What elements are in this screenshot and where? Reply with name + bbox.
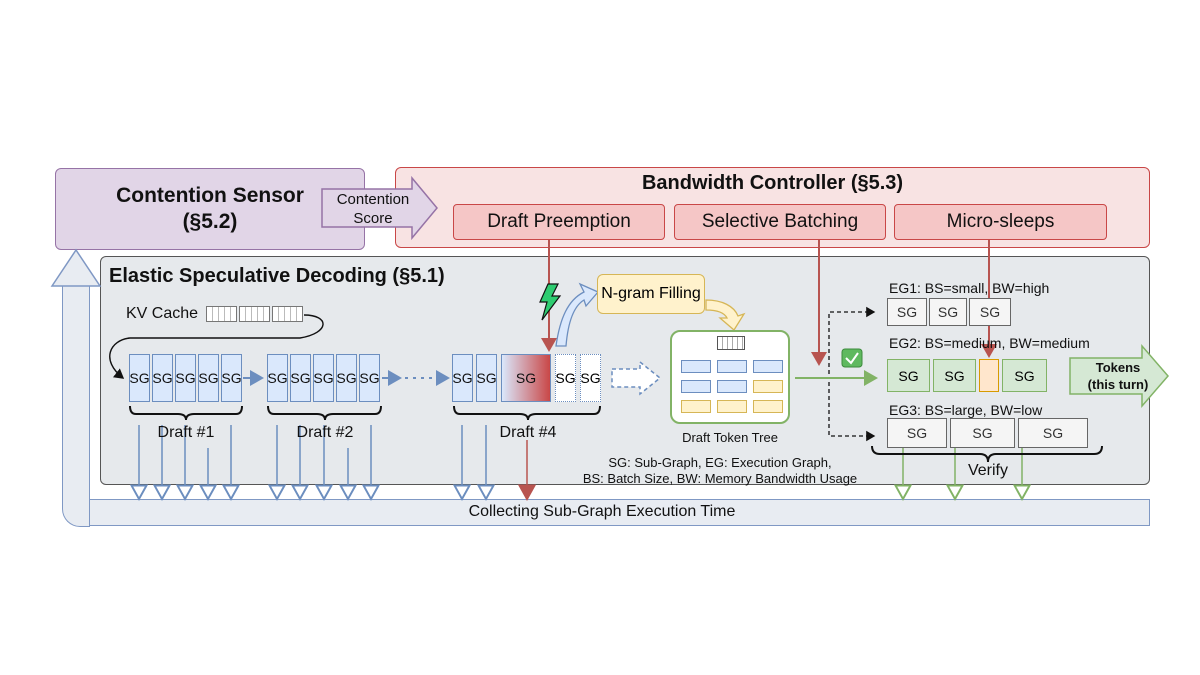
sensor-section: (§5.2) — [182, 210, 238, 233]
eg1-label: EG1: BS=small, BW=high — [889, 280, 1050, 296]
feedback-loop-riser — [62, 285, 90, 527]
sg-block: SG — [336, 354, 357, 402]
draft-1-label: Draft #1 — [157, 424, 215, 441]
tree-label: Draft Token Tree — [682, 430, 778, 445]
sg-block-skipped: SG — [555, 354, 576, 402]
draft-token-tree — [670, 330, 790, 424]
legend-line-2: BS: Batch Size, BW: Memory Bandwidth Usa… — [582, 471, 858, 486]
sg-block: SG — [313, 354, 334, 402]
eg2-sg: SG — [1002, 359, 1047, 392]
sg-block: SG — [359, 354, 380, 402]
sg-block: SG — [267, 354, 288, 402]
eg3-sg: SG — [950, 418, 1015, 448]
sg-block: SG — [198, 354, 219, 402]
sg-block-preempted: SG — [501, 354, 551, 402]
micro-sleep-slot — [979, 359, 999, 392]
legend-line-1: SG: Sub-Graph, EG: Execution Graph, — [608, 455, 832, 470]
kv-cache-block — [206, 306, 304, 322]
eg3-sg: SG — [887, 418, 947, 448]
collect-label: Collecting Sub-Graph Execution Time — [468, 503, 736, 520]
score-label-2: Score — [353, 210, 393, 227]
controller-title: Bandwidth Controller (§5.3) — [641, 172, 904, 194]
draft-4-label: Draft #4 — [499, 424, 557, 441]
eg1-sg: SG — [969, 298, 1011, 326]
sg-block: SG — [129, 354, 150, 402]
eg1-sg: SG — [887, 298, 927, 326]
sg-block: SG — [221, 354, 242, 402]
contention-sensor-box — [55, 168, 365, 250]
tokens-label-2: (this turn) — [1087, 377, 1149, 392]
score-label-1: Contention — [336, 191, 410, 208]
sg-block: SG — [452, 354, 473, 402]
sg-block: SG — [476, 354, 497, 402]
eg2-sg: SG — [887, 359, 930, 392]
eg1-sg: SG — [929, 298, 967, 326]
sg-block: SG — [290, 354, 311, 402]
eg2-label: EG2: BS=medium, BW=medium — [889, 335, 1090, 351]
eg3-sg: SG — [1018, 418, 1088, 448]
selective-batching-box: Selective Batching — [674, 204, 886, 240]
eg3-label: EG3: BS=large, BW=low — [889, 402, 1043, 418]
sg-block: SG — [175, 354, 196, 402]
esd-title: Elastic Speculative Decoding (§5.1) — [109, 265, 445, 287]
verify-label: Verify — [967, 462, 1008, 479]
draft-preemption-box: Draft Preemption — [453, 204, 665, 240]
sensor-title: Contention Sensor — [116, 184, 304, 207]
micro-sleeps-box: Micro-sleeps — [894, 204, 1107, 240]
ngram-filling-box: N-gram Filling — [597, 274, 705, 314]
feedback-loop-bar — [88, 499, 1150, 526]
eg2-sg: SG — [933, 359, 976, 392]
sg-block-skipped: SG — [580, 354, 601, 402]
sg-block: SG — [152, 354, 173, 402]
tokens-label-1: Tokens — [1095, 360, 1141, 375]
draft-2-label: Draft #2 — [296, 424, 354, 441]
kv-cache-label: KV Cache — [126, 305, 199, 322]
